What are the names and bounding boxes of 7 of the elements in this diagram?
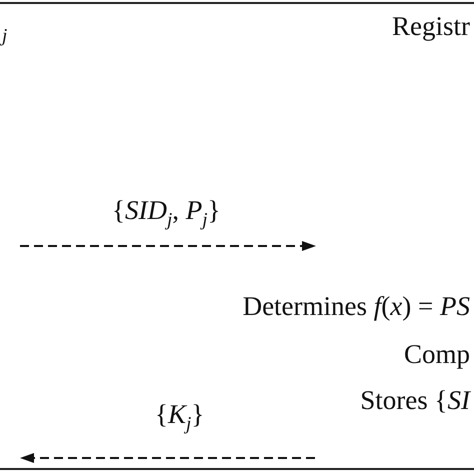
message-label: {SID$_{j}$, P$_{j}$} (112, 196, 220, 232)
step-text: Comp (404, 340, 471, 370)
participant-label: Registr (392, 12, 471, 42)
step-text: Stores {SI (360, 386, 472, 416)
step-text: Determines f(x) = PS (242, 292, 471, 322)
participant-label: j (2, 24, 8, 48)
message-label: {K$_{j}$} (155, 400, 204, 436)
